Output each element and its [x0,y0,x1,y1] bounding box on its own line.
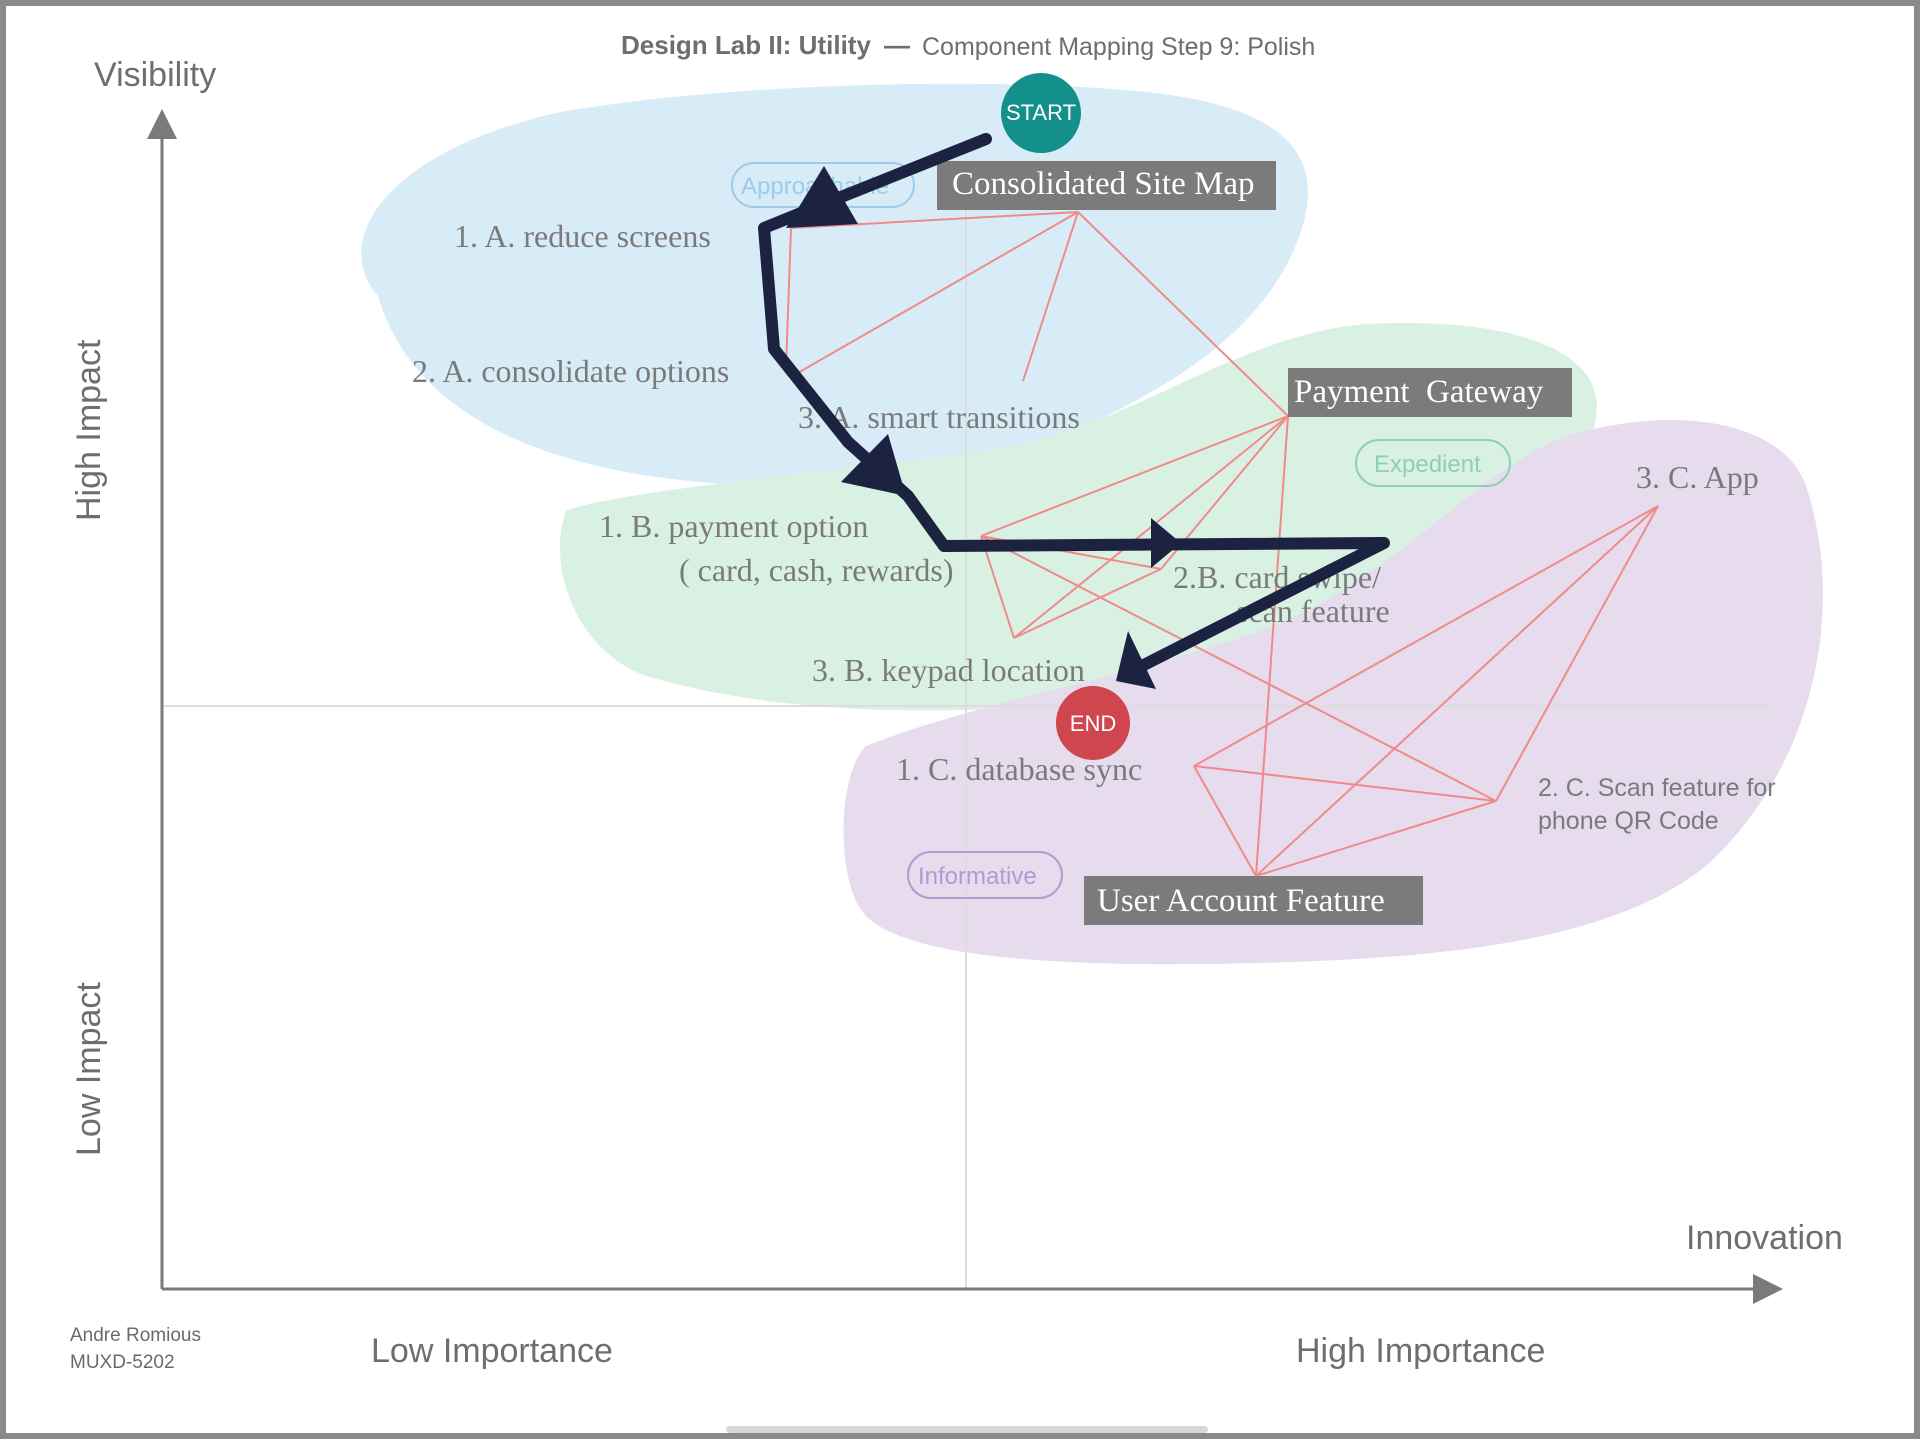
svg-text:User Account Feature: User Account Feature [1097,883,1385,919]
y-axis-title: Visibility [94,56,216,94]
tag-informative: Informative [907,851,1063,899]
arrowhead-4 [1116,631,1156,689]
svg-text:Expedient: Expedient [1374,451,1481,478]
end-marker: END [1056,686,1130,760]
header-title: Design Lab II: Utility [621,30,871,60]
credit-name: Andre Romious [70,1325,201,1346]
journey-arrowheads [786,166,1181,689]
feature-payment-gateway: Payment Gateway [1288,368,1572,417]
y-axis-high-label: High Impact [70,339,108,521]
arrowhead-2 [841,434,906,496]
item-a2: 2. A. consolidate options [412,353,729,389]
header-subtitle: Component Mapping Step 9: Polish [922,33,1315,61]
connector-lines [785,211,1659,877]
item-c2-line2: phone QR Code [1538,807,1719,835]
item-c2-line1: 2. C. Scan feature for [1538,774,1776,802]
feature-user-account: User Account Feature [1084,876,1423,925]
scroll-indicator[interactable] [726,1426,1208,1433]
svg-text:Consolidated Site Map: Consolidated Site Map [952,166,1254,202]
arrowhead-3 [1151,518,1181,568]
item-b1-line1: 1. B. payment option [599,508,868,544]
item-b1-line2: ( card, cash, rewards) [679,552,954,588]
item-c3: 3. C. App [1636,459,1759,495]
svg-text:END: END [1070,711,1116,736]
arrowhead-1 [786,166,858,228]
svg-text:START: START [1006,100,1076,125]
svg-text:Informative: Informative [918,863,1037,890]
svg-text:Payment Gateway: Payment Gateway [1294,374,1544,410]
x-axis-high-label: High Importance [1296,1332,1545,1370]
header-dash: — [884,30,910,60]
start-marker: START [1001,73,1081,153]
x-axis-title: Innovation [1686,1219,1843,1257]
component-map-diagram: Design Lab II: Utility — Component Mappi… [70,30,1843,1433]
x-axis-low-label: Low Importance [371,1332,613,1370]
item-b3: 3. B. keypad location [812,652,1085,688]
item-a1: 1. A. reduce screens [454,218,711,254]
journey-path [758,133,1390,680]
y-axis-low-label: Low Impact [70,982,108,1156]
feature-site-map: Consolidated Site Map [937,161,1276,210]
tag-expedient: Expedient [1355,439,1511,487]
credit-course: MUXD-5202 [70,1352,175,1373]
group-c-region [843,420,1823,965]
